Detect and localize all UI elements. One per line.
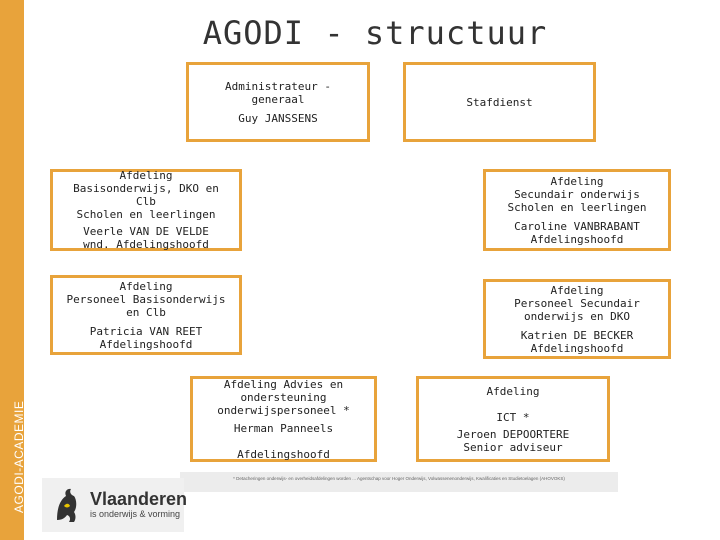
box-administrateur-dept: Administrateur - generaal: [225, 79, 331, 106]
box-secundair-dept: Afdeling Secundair onderwijs Scholen en …: [507, 174, 647, 214]
box-ict-dept: Afdeling ICT *: [486, 384, 540, 424]
box-administrateur-person: Guy JANSSENS: [238, 111, 318, 125]
logo-name: Vlaanderen: [90, 489, 188, 509]
box-personeel-secundair-dept: Afdeling Personeel Secundair onderwijs e…: [514, 283, 640, 323]
box-advies: Afdeling Advies en ondersteuning onderwi…: [190, 376, 377, 462]
sidebar-label: AGODI-ACADEMIE: [12, 400, 26, 513]
box-basisonderwijs: Afdeling Basisonderwijs, DKO en Clb Scho…: [50, 169, 242, 251]
box-advies-person: Herman Panneels Afdelingshoofd: [233, 421, 334, 461]
box-personeel-secundair: Afdeling Personeel Secundair onderwijs e…: [483, 279, 671, 359]
box-administrateur: Administrateur - generaal Guy JANSSENS: [186, 62, 370, 142]
footnote: * Detacheringen onderwijs- en overheidsa…: [180, 472, 618, 492]
box-secundair: Afdeling Secundair onderwijs Scholen en …: [483, 169, 671, 251]
box-personeel-basis-dept: Afdeling Personeel Basisonderwijs en Clb: [66, 279, 226, 319]
box-secundair-person: Caroline VANBRABANT Afdelingshoofd: [514, 219, 640, 246]
box-ict: Afdeling ICT * Jeroen DEPOORTERE Senior …: [416, 376, 610, 462]
box-basisonderwijs-dept: Afdeling Basisonderwijs, DKO en Clb Scho…: [73, 169, 219, 221]
box-personeel-basis: Afdeling Personeel Basisonderwijs en Clb…: [50, 275, 242, 355]
sidebar-band: AGODI-ACADEMIE: [0, 0, 26, 540]
box-stafdienst: Stafdienst: [403, 62, 596, 142]
box-personeel-basis-person: Patricia VAN REET Afdelingshoofd: [89, 324, 203, 351]
lion-logo-icon: [57, 488, 77, 522]
vlaanderen-logo: Vlaanderen is onderwijs & vorming: [42, 478, 188, 532]
page-title: AGODI - structuur: [202, 14, 548, 52]
box-basisonderwijs-person: Veerle VAN DE VELDE wnd. Afdelingshoofd: [83, 225, 209, 251]
box-ict-person: Jeroen DEPOORTERE Senior adviseur: [456, 427, 570, 454]
box-personeel-secundair-person: Katrien DE BECKER Afdelingshoofd: [520, 328, 634, 355]
logo-subtitle: is onderwijs & vorming: [90, 509, 181, 519]
box-stafdienst-dept: Stafdienst: [466, 95, 533, 109]
box-advies-dept: Afdeling Advies en ondersteuning onderwi…: [217, 377, 350, 417]
